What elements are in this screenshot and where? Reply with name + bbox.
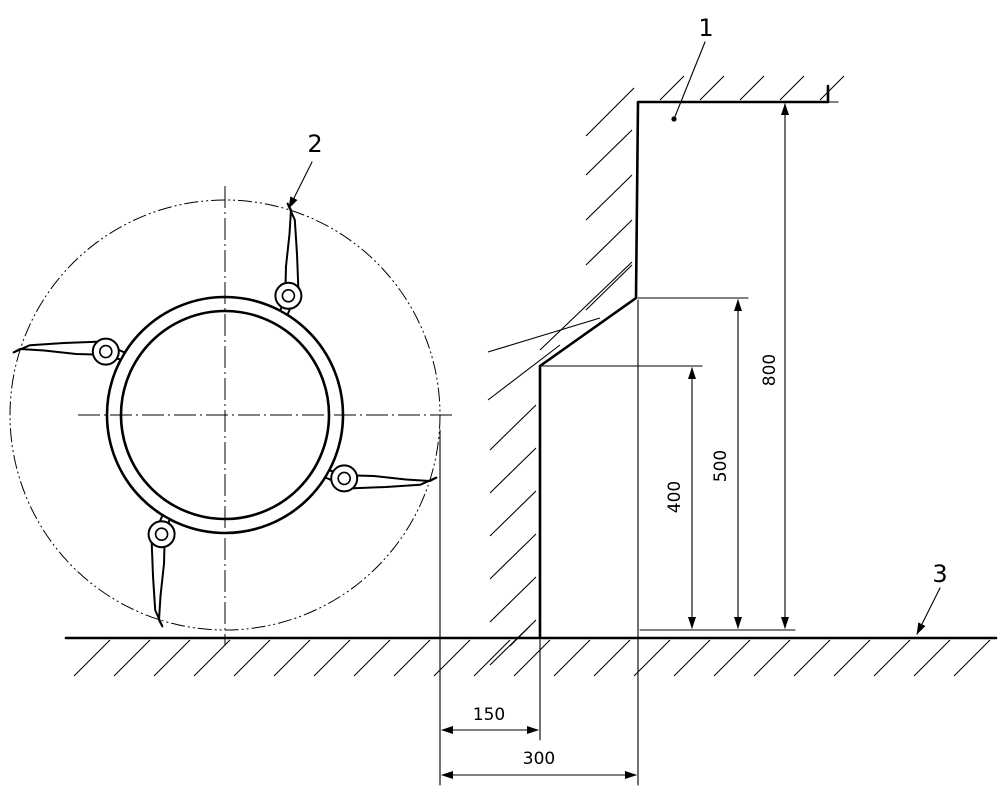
dimension-800: 800 (639, 101, 839, 631)
drum-inner-circle (119, 309, 331, 521)
wall-outline (538, 84, 830, 640)
part-number-1: 1 (698, 14, 713, 42)
dimension-150: 150 (439, 429, 541, 786)
rotor-blade (324, 464, 438, 493)
ground (64, 636, 998, 677)
label-part-2: 2 (288, 130, 323, 209)
rotor-blade (274, 202, 303, 316)
label-part-1: 1 (671, 14, 714, 122)
dimension-500: 500 (637, 297, 749, 629)
dimension-label-150: 150 (473, 705, 505, 725)
drum-outer-circle (105, 295, 345, 535)
part-number-3: 3 (932, 560, 947, 588)
rotor-blade (12, 337, 126, 366)
ground-hatching (73, 639, 991, 677)
wall-hatching (487, 75, 845, 666)
dimension-label-800: 800 (760, 354, 780, 386)
label-part-3: 3 (916, 560, 948, 635)
dimension-label-400: 400 (665, 481, 685, 513)
part-number-2: 2 (307, 130, 322, 158)
wall-structure (487, 75, 845, 666)
rotor-blades (12, 202, 438, 628)
dimension-label-300: 300 (523, 749, 555, 769)
dimension-300: 300 (441, 299, 639, 786)
dimension-label-500: 500 (711, 450, 731, 482)
rotor (9, 186, 455, 645)
dimension-400: 400 (541, 365, 703, 629)
rotor-blade (147, 514, 176, 628)
